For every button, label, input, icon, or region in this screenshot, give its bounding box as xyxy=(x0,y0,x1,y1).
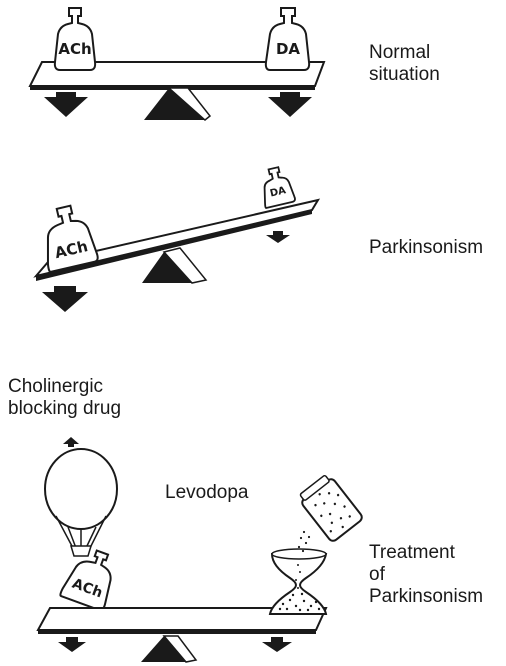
down-arrow-icon xyxy=(268,97,312,117)
ach-weight: ACh xyxy=(36,202,99,272)
levodopa-label: Levodopa xyxy=(165,482,248,504)
down-arrow-icon xyxy=(44,97,88,117)
down-arrow-icon xyxy=(58,642,86,652)
ach-weight: ACh xyxy=(60,544,122,611)
down-arrow-icon xyxy=(42,292,88,312)
hourglass-icon xyxy=(270,549,326,614)
treatment-caption: Treatment of Parkinsonism xyxy=(369,542,504,608)
ach-weight: ACh xyxy=(55,8,95,70)
ach-weight-label: ACh xyxy=(58,40,91,58)
up-arrow-icon xyxy=(63,437,79,444)
balloon-icon xyxy=(45,449,117,556)
scene-treatment: ACh xyxy=(38,437,364,662)
da-weight-label: DA xyxy=(276,40,300,58)
parkinsonism-caption: Parkinsonism xyxy=(369,237,483,259)
fulcrum xyxy=(144,88,210,120)
scene-normal: ACh DA xyxy=(30,8,324,120)
down-arrow-icon xyxy=(262,642,292,652)
cholinergic-blocking-drug-label: Cholinergic blocking drug xyxy=(8,376,178,420)
normal-situation-caption: Normal situation xyxy=(369,42,489,86)
scene-parkinsonism: ACh DA xyxy=(36,165,318,312)
fulcrum xyxy=(141,636,196,662)
da-weight: DA xyxy=(257,165,295,208)
levodopa-shaker-icon xyxy=(297,472,364,542)
da-weight: DA xyxy=(266,8,309,70)
down-arrow-icon xyxy=(266,235,290,243)
fulcrum xyxy=(142,248,206,283)
